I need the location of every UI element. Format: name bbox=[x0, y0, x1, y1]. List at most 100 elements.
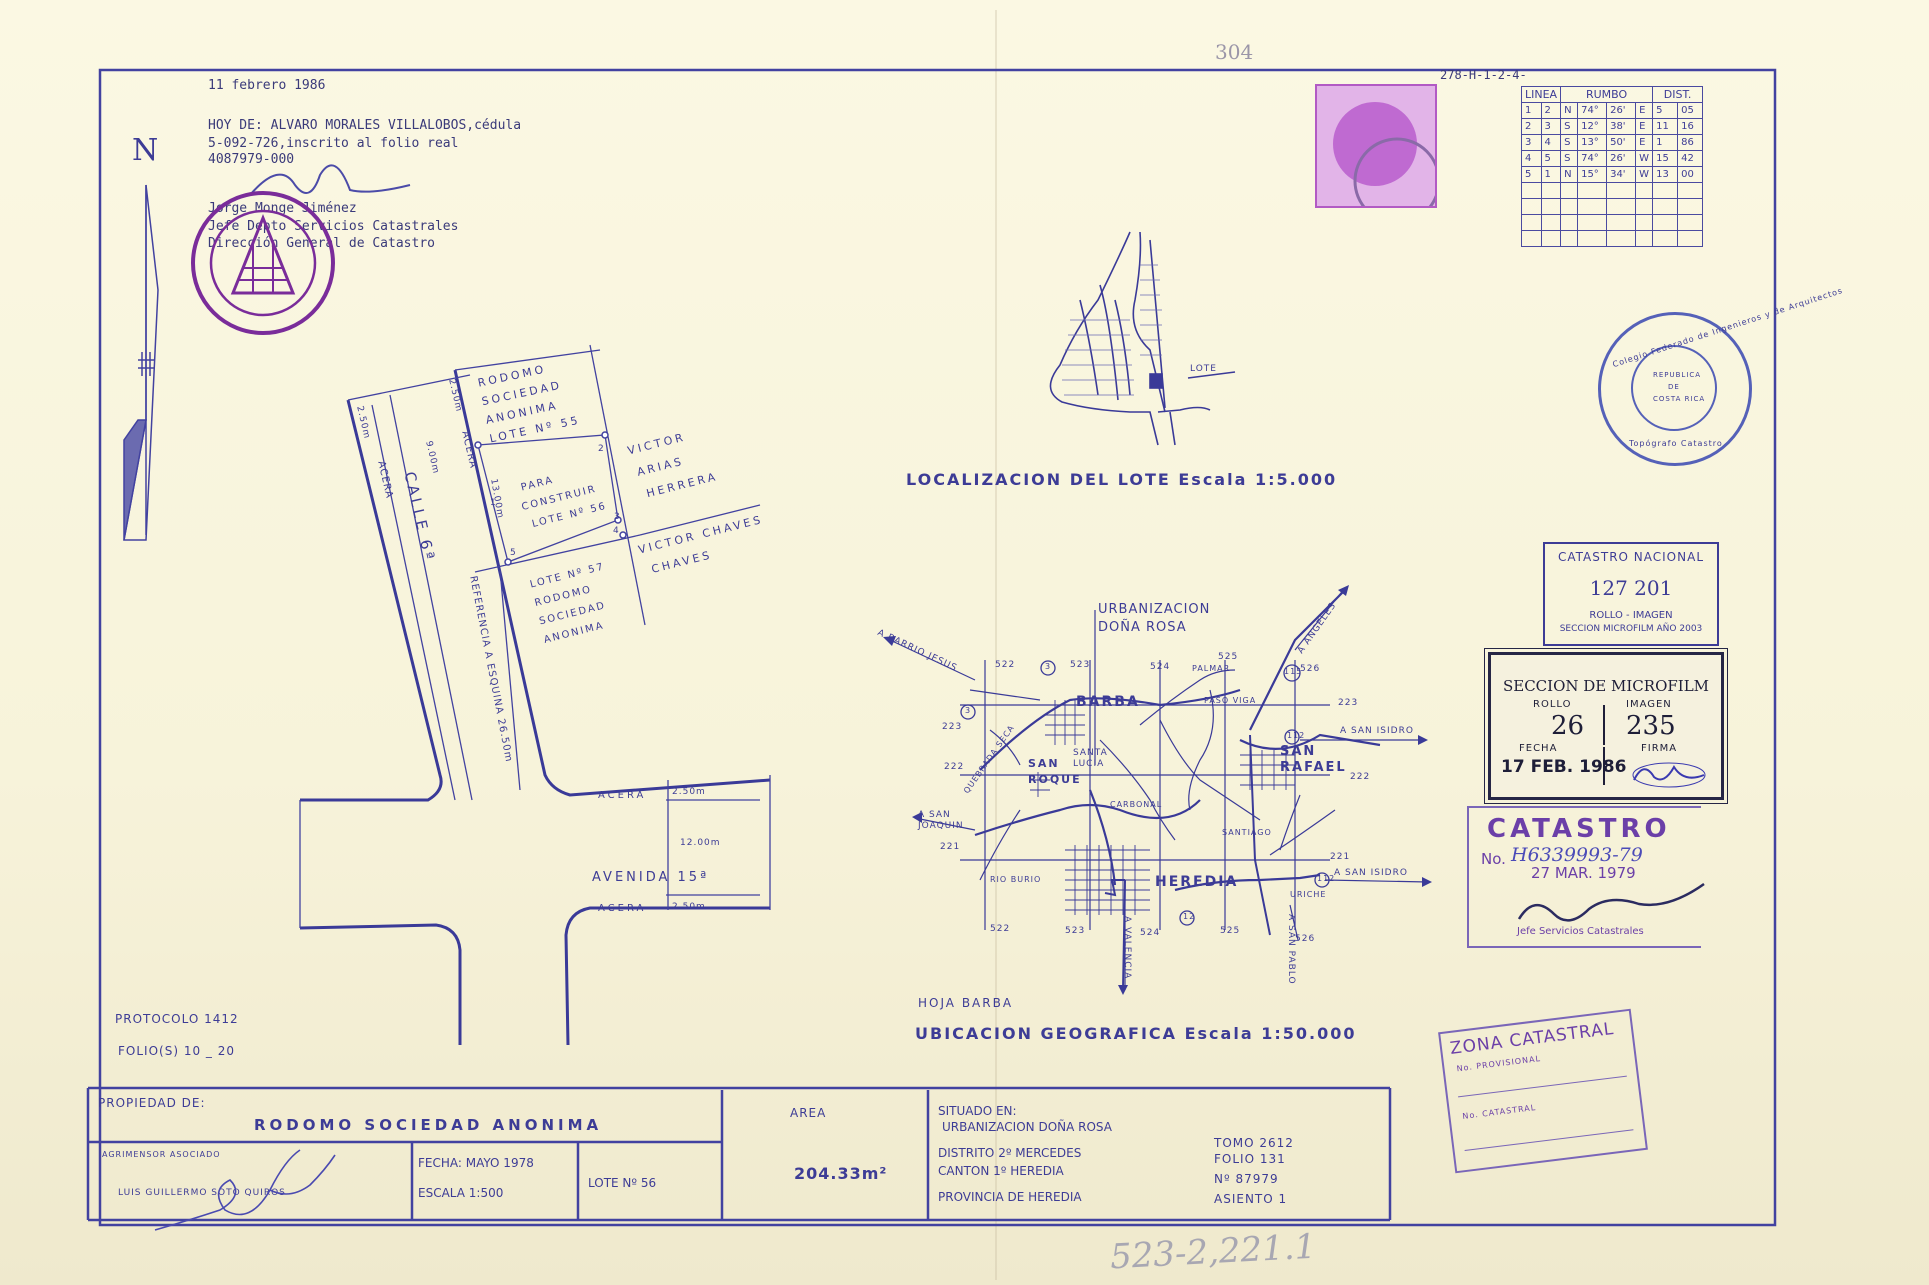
north-arrow bbox=[123, 184, 159, 541]
grid-label-right: 221 bbox=[1330, 852, 1351, 862]
catastro-stamp-footer: Jefe Servicios Catastrales bbox=[1517, 926, 1644, 937]
rumbo-cell: 13° bbox=[1577, 134, 1608, 151]
localizacion-sketch bbox=[1049, 231, 1236, 446]
grid-label-bottom: 522 bbox=[990, 924, 1011, 934]
rumbo-cell: E bbox=[1635, 134, 1654, 151]
rumbo-cell bbox=[1606, 214, 1637, 231]
catastro-stamp-date: 27 MAR. 1979 bbox=[1531, 864, 1636, 882]
grid-label-left: 222 bbox=[944, 762, 965, 772]
rumbo-cell: 4 bbox=[1540, 134, 1562, 151]
area-label: AREA bbox=[790, 1106, 827, 1120]
rumbo-cell bbox=[1606, 182, 1637, 199]
avenida-15-label: AVENIDA 15ª bbox=[592, 870, 710, 885]
rumbo-cell: 74° bbox=[1577, 102, 1608, 119]
colegio-bottom-text: Topógrafo Catastro bbox=[1629, 439, 1723, 448]
catastro-stamp-title: CATASTRO bbox=[1487, 814, 1671, 844]
rumbo-cell: 34' bbox=[1606, 166, 1637, 183]
rumbo-cell: E bbox=[1635, 118, 1654, 135]
grid-label-bottom: 523 bbox=[1065, 926, 1086, 936]
catastro-stamp-number: H6339993-79 bbox=[1511, 844, 1643, 866]
grid-label-top: 523 bbox=[1070, 660, 1091, 670]
rumbo-cell: 26' bbox=[1606, 102, 1637, 119]
route-number: 3 bbox=[965, 706, 972, 715]
rumbo-cell bbox=[1577, 230, 1608, 247]
grid-label-top: 522 bbox=[995, 660, 1016, 670]
rumbo-cell: 15 bbox=[1652, 150, 1679, 167]
town-rio-burio: RIO BURIO bbox=[990, 875, 1042, 884]
rumbo-cell: 3 bbox=[1521, 134, 1542, 151]
rumbo-cell: S bbox=[1560, 134, 1579, 151]
rumbo-cell bbox=[1635, 230, 1654, 247]
imagen-label: IMAGEN bbox=[1626, 699, 1672, 710]
grid-label-bottom: 524 bbox=[1140, 928, 1161, 938]
folios: FOLIO(S) 10 _ 20 bbox=[118, 1044, 235, 1058]
rollo-label: ROLLO bbox=[1533, 699, 1572, 710]
rumbo-cell bbox=[1606, 230, 1637, 247]
sign-line-1: Jorge Monge Jiménez bbox=[208, 201, 357, 216]
avenida-width: 12.00m bbox=[680, 838, 721, 848]
date-line: 11 febrero 1986 bbox=[208, 78, 326, 93]
site-plan-guides bbox=[299, 344, 771, 928]
numero: Nº 87979 bbox=[1214, 1172, 1279, 1186]
catastro-nacional-line2: SECCION MICROFILM AÑO 2003 bbox=[1559, 624, 1703, 634]
situado-canton: CANTON 1º HEREDIA bbox=[938, 1164, 1064, 1178]
rumbo-cell bbox=[1560, 214, 1579, 231]
sign-line-2: Jefe Depto Servicios Catastrales bbox=[208, 219, 459, 234]
town-san-roque: SAN ROQUE bbox=[1028, 757, 1082, 786]
rumbo-cell bbox=[1635, 182, 1654, 199]
rumbo-cell: 15° bbox=[1577, 166, 1608, 183]
microfilm-title: SECCION DE MICROFILM bbox=[1502, 677, 1710, 695]
acera-bottom-width: 2.50m bbox=[672, 902, 706, 912]
owner-line-1: HOY DE: ALVARO MORALES VILLALOBOS,cédula bbox=[208, 118, 522, 133]
dona-rosa-label: DOÑA ROSA bbox=[1098, 620, 1187, 635]
grid-label-top: 525 bbox=[1218, 652, 1239, 662]
rumbo-cell bbox=[1540, 198, 1562, 215]
tomo: TOMO 2612 bbox=[1214, 1136, 1294, 1150]
town-carbonal: CARBONAL bbox=[1110, 800, 1163, 809]
escala-title: ESCALA 1:500 bbox=[418, 1186, 504, 1200]
rumbo-cell: 1 bbox=[1652, 134, 1679, 151]
zona-catastral-stamp: ZONA CATASTRAL No. PROVISIONAL No. CATAS… bbox=[1438, 1008, 1648, 1174]
fiscal-stamp bbox=[1315, 84, 1441, 225]
situado-label: SITUADO EN: bbox=[938, 1104, 1017, 1118]
catastro-no-label: No. bbox=[1481, 850, 1506, 868]
grid-label-bottom: 526 bbox=[1295, 934, 1316, 944]
rumbo-cell bbox=[1677, 182, 1704, 199]
ubicacion-map bbox=[889, 587, 1429, 991]
rumbo-cell: 50' bbox=[1606, 134, 1637, 151]
firma-label: FIRMA bbox=[1641, 743, 1678, 754]
signature-top bbox=[249, 164, 411, 196]
arrow-valencia: A VALENCIA bbox=[1122, 916, 1132, 980]
catastro-nacional-line1: ROLLO - IMAGEN bbox=[1589, 610, 1673, 621]
rumbo-cell bbox=[1652, 230, 1679, 247]
rumbo-cell: 26' bbox=[1606, 150, 1637, 167]
town-heredia: HEREDIA bbox=[1155, 874, 1239, 890]
rumbo-cell: 5 bbox=[1521, 166, 1542, 183]
rumbo-cell: 2 bbox=[1540, 102, 1562, 119]
rumbo-cell bbox=[1521, 230, 1542, 247]
site-plan-streets bbox=[299, 369, 771, 1046]
town-barba: BARBA bbox=[1076, 694, 1140, 710]
firma-signature bbox=[1632, 762, 1706, 788]
rumbo-cell: 13 bbox=[1652, 166, 1679, 183]
rumbo-cell bbox=[1577, 214, 1608, 231]
sign-line-3: Dirección General de Catastro bbox=[208, 236, 435, 251]
fecha-title: FECHA: MAYO 1978 bbox=[418, 1156, 534, 1170]
route-number: 112 bbox=[1317, 874, 1336, 883]
north-label: N bbox=[132, 133, 159, 168]
rumbo-cell: 4 bbox=[1521, 150, 1542, 167]
arrow-san-pablo: A SAN PABLO bbox=[1286, 914, 1296, 985]
town-san-rafael: SAN RAFAEL bbox=[1280, 744, 1347, 775]
rumbo-cell bbox=[1521, 182, 1542, 199]
rumbo-cell bbox=[1677, 230, 1704, 247]
rumbo-cell: 16 bbox=[1677, 118, 1704, 135]
asiento: ASIENTO 1 bbox=[1214, 1192, 1288, 1206]
rumbo-cell bbox=[1606, 198, 1637, 215]
lote-pointer-label: LOTE bbox=[1190, 364, 1217, 374]
rumbo-cell: W bbox=[1635, 150, 1654, 167]
